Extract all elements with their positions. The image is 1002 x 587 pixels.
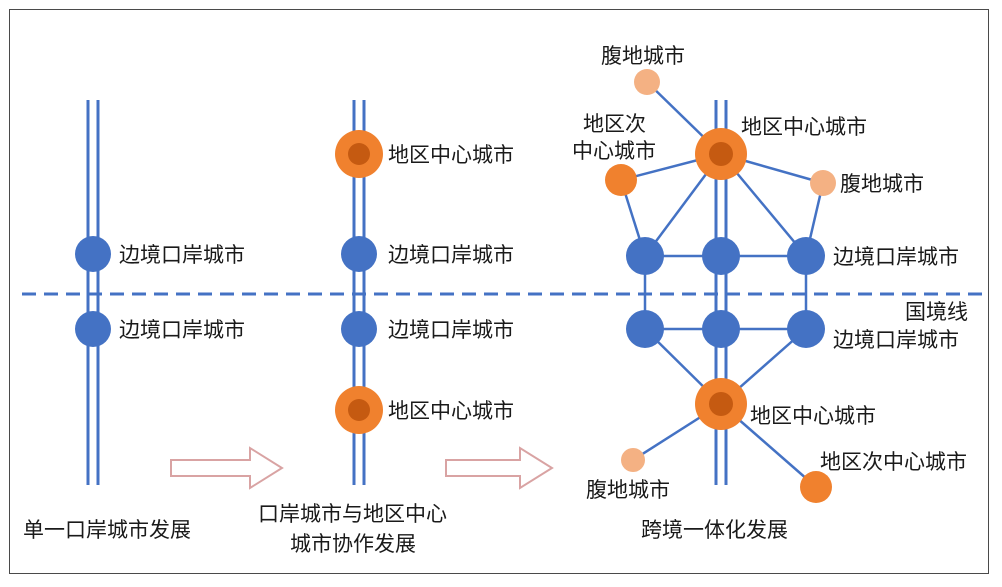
stage3-subcenter-bottom — [800, 471, 832, 503]
stage2-center-city-lower-core — [348, 399, 370, 421]
stage3-group: 腹地城市 地区次 中心城市 地区中心城市 腹地城市 边境口岸城市 国境线 边境口… — [572, 44, 968, 503]
stage3-hinterland-bottom — [621, 448, 645, 472]
stage3-center-top-core — [709, 142, 733, 166]
stage2-label-center-lower: 地区中心城市 — [388, 399, 514, 423]
stage1-border-city-upper — [75, 236, 111, 272]
stage3-border-right-lower — [787, 310, 825, 348]
stage2-label-border-lower: 边境口岸城市 — [388, 318, 514, 342]
stage3-border-left-upper — [626, 237, 664, 275]
stage2-label-center-upper: 地区中心城市 — [388, 143, 514, 167]
caption-stage2-line1: 口岸城市与地区中心 — [258, 502, 447, 526]
stage3-label-center-top: 地区中心城市 — [741, 115, 867, 139]
stage1-group: 边境口岸城市 边境口岸城市 — [75, 100, 245, 485]
arrow-1 — [170, 446, 284, 490]
stage3-label-subcenter-bottom: 地区次中心城市 — [820, 450, 967, 474]
stage2-center-city-upper-core — [348, 143, 370, 165]
stage3-subcenter-top — [605, 164, 637, 196]
stage1-border-city-lower — [75, 311, 111, 347]
stage2-group: 地区中心城市 边境口岸城市 边境口岸城市 地区中心城市 — [335, 100, 514, 485]
stage3-border-left-lower — [626, 310, 664, 348]
stage3-hinterland-right — [810, 170, 836, 196]
stage1-label-upper: 边境口岸城市 — [119, 243, 245, 267]
caption-stage2-line2: 城市协作发展 — [290, 532, 416, 556]
diagram-frame — [9, 9, 989, 574]
stage3-center-bottom-core — [709, 392, 733, 416]
stage3-label-border-lower: 边境口岸城市 — [833, 328, 959, 352]
stage3-label-hinterland-top: 腹地城市 — [601, 44, 685, 68]
stage2-border-city-upper — [341, 236, 377, 272]
stage3-label-hinterland-bottom: 腹地城市 — [586, 478, 670, 502]
stage3-label-subcenter-line2: 中心城市 — [572, 139, 656, 163]
caption-stage1: 单一口岸城市发展 — [23, 518, 191, 542]
stage3-label-border-line: 国境线 — [905, 300, 968, 324]
stage3-border-mid-upper — [702, 237, 740, 275]
stage3-border-right-upper — [787, 237, 825, 275]
arrow-2 — [445, 446, 554, 490]
caption-stage3: 跨境一体化发展 — [641, 518, 788, 542]
stage3-border-mid-lower — [702, 310, 740, 348]
stage3-label-hinterland-right: 腹地城市 — [840, 172, 924, 196]
stage1-label-lower: 边境口岸城市 — [119, 318, 245, 342]
stage3-label-border-upper: 边境口岸城市 — [833, 245, 959, 269]
stage3-label-subcenter-line1: 地区次 — [583, 112, 646, 136]
stage2-label-border-upper: 边境口岸城市 — [388, 243, 514, 267]
stage3-hinterland-top — [634, 69, 660, 95]
stage2-border-city-lower — [341, 311, 377, 347]
stage3-label-center-bottom: 地区中心城市 — [750, 404, 876, 428]
